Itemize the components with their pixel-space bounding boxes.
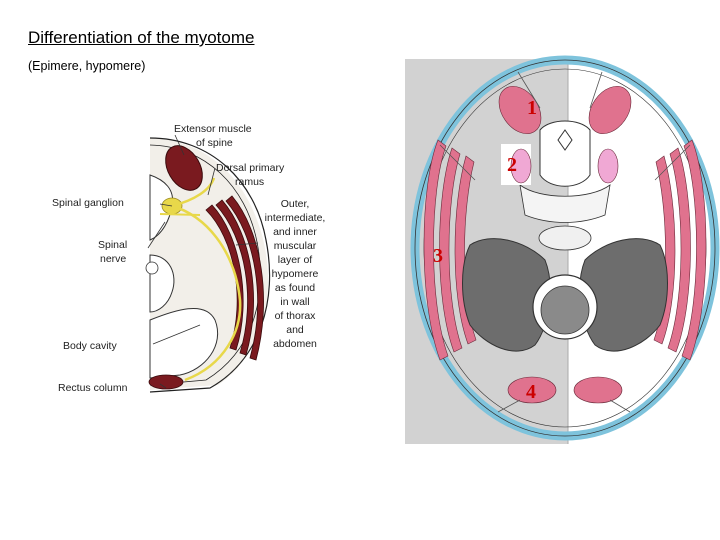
number-label-2: 2 <box>507 154 517 176</box>
right-cross-section-figure <box>405 55 720 444</box>
left-leader-lines <box>147 134 259 389</box>
hypaxial-muscle-left <box>510 148 532 184</box>
left-cross-section-figure <box>145 137 271 393</box>
label-dorsal-ramus: ramus <box>235 176 264 188</box>
layers-line-1: Outer, <box>281 198 310 210</box>
number-label-3: 3 <box>433 245 443 267</box>
label-spinal-nerve-2: nerve <box>100 253 126 265</box>
layers-line-10: and <box>286 324 304 336</box>
layers-line-7: as found <box>275 282 315 294</box>
layers-line-11: abdomen <box>273 338 317 350</box>
layers-line-5: layer of <box>278 254 313 266</box>
label-spinal-nerve-1: Spinal <box>98 239 127 251</box>
number-label-1: 1 <box>527 97 537 119</box>
page-subtitle: (Epimere, hypomere) <box>28 59 146 73</box>
epimere-muscle-right <box>588 86 632 134</box>
hypomere-wall-muscles <box>423 139 707 361</box>
rectus-muscle-left <box>507 376 557 404</box>
viscera-left <box>462 238 551 352</box>
rectus-muscle-right <box>573 376 623 404</box>
label-spinal-ganglion: Spinal ganglion <box>52 197 124 209</box>
label-rectus-column: Rectus column <box>58 382 128 394</box>
layers-line-3: and inner <box>273 226 317 238</box>
label-hypomere-layers: Outer, intermediate, and inner muscular … <box>265 198 326 350</box>
layers-line-8: in wall <box>280 296 309 308</box>
page-title: Differentiation of the myotome <box>28 28 255 47</box>
layers-line-2: intermediate, <box>265 212 326 224</box>
layers-line-4: muscular <box>274 240 317 252</box>
label-body-cavity: Body cavity <box>63 340 117 352</box>
label-extensor-muscle-2: of spine <box>196 137 233 149</box>
layers-line-6: hypomere <box>272 268 319 280</box>
label-extensor-muscle: Extensor muscle <box>174 123 252 135</box>
viscera-right <box>579 238 668 352</box>
hypaxial-muscle-right <box>597 148 619 184</box>
label-dorsal-primary: Dorsal primary <box>216 162 285 174</box>
layers-line-9: of thorax <box>275 310 317 322</box>
number-label-4: 4 <box>526 381 536 403</box>
